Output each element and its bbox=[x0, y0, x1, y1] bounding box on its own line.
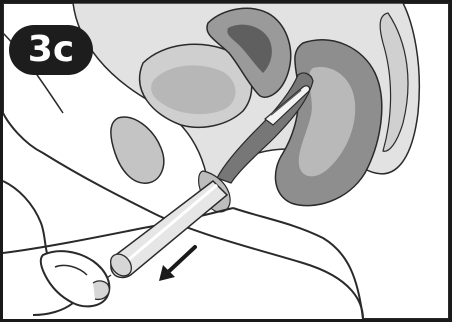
step-badge: 3c bbox=[9, 25, 93, 75]
arrow-down-left-icon bbox=[159, 247, 195, 281]
hand bbox=[3, 181, 109, 315]
step-label: 3c bbox=[28, 32, 74, 68]
